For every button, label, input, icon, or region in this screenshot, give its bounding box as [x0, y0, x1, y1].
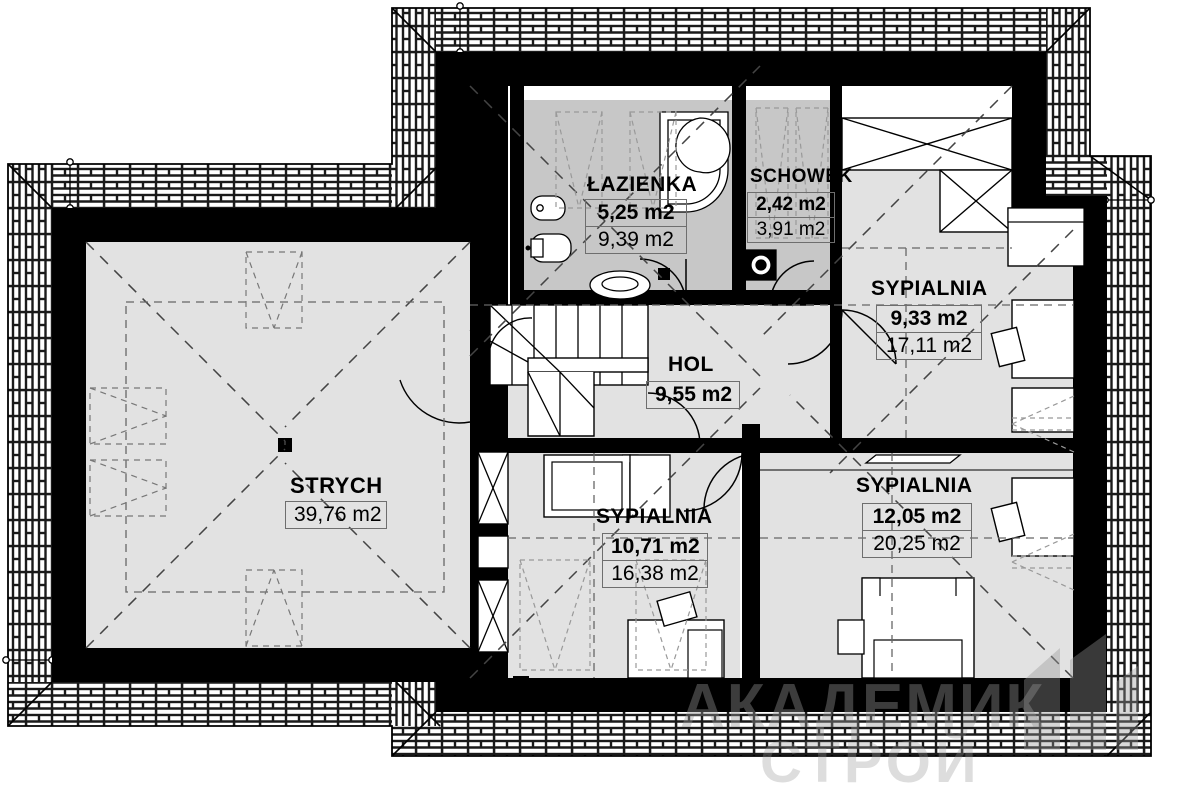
furniture — [399, 111, 1085, 679]
eave-mitre-lines — [7, 7, 1152, 757]
bedroom-skylight-details — [519, 107, 1075, 671]
exterior-walls — [52, 52, 1107, 712]
roof-slope-lines — [85, 65, 1074, 679]
niche-cross-marks — [477, 451, 509, 653]
attic-skylight-details — [89, 251, 303, 647]
roof-overhang-hatch — [8, 8, 1151, 756]
ceiling-plane-outlines — [125, 247, 1073, 678]
interior-walls — [278, 86, 1073, 690]
knee-wall-zones — [841, 117, 1013, 233]
roof-outline — [7, 7, 1152, 757]
